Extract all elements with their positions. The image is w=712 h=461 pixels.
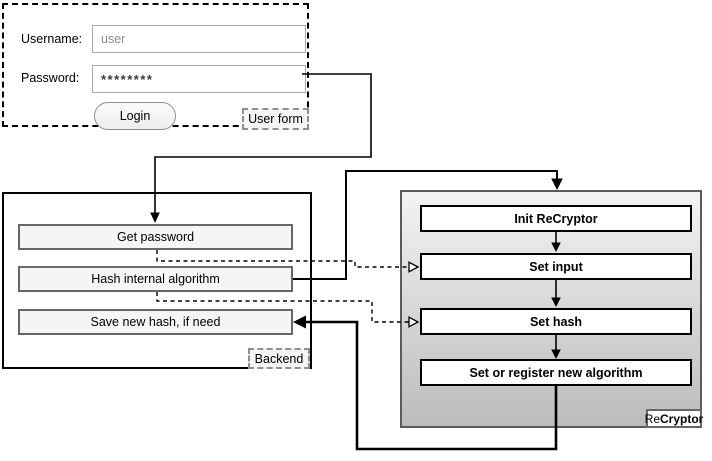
recryptor-step-init: Init ReCryptor (420, 205, 692, 232)
backend-tag: Backend (248, 348, 310, 369)
backend-step-hash-internal-algorithm: Hash internal algorithm (18, 266, 293, 292)
recryptor-tag-suffix: Cryptor (660, 411, 704, 426)
username-input[interactable] (92, 25, 306, 53)
recryptor-step-set-or-register: Set or register new algorithm (420, 359, 692, 386)
password-label: Password: (21, 71, 80, 85)
username-label: Username: (21, 32, 83, 46)
password-input[interactable] (92, 65, 306, 93)
backend-step-get-password: Get password (18, 224, 293, 250)
user-form-tag: User form (242, 108, 309, 130)
backend-step-save-new-hash: Save new hash, if need (18, 309, 293, 335)
recryptor-step-set-hash: Set hash (420, 308, 692, 335)
login-button[interactable]: Login (94, 102, 176, 130)
recryptor-tag-prefix: Re (644, 411, 660, 426)
recryptor-step-set-input: Set input (420, 253, 692, 280)
